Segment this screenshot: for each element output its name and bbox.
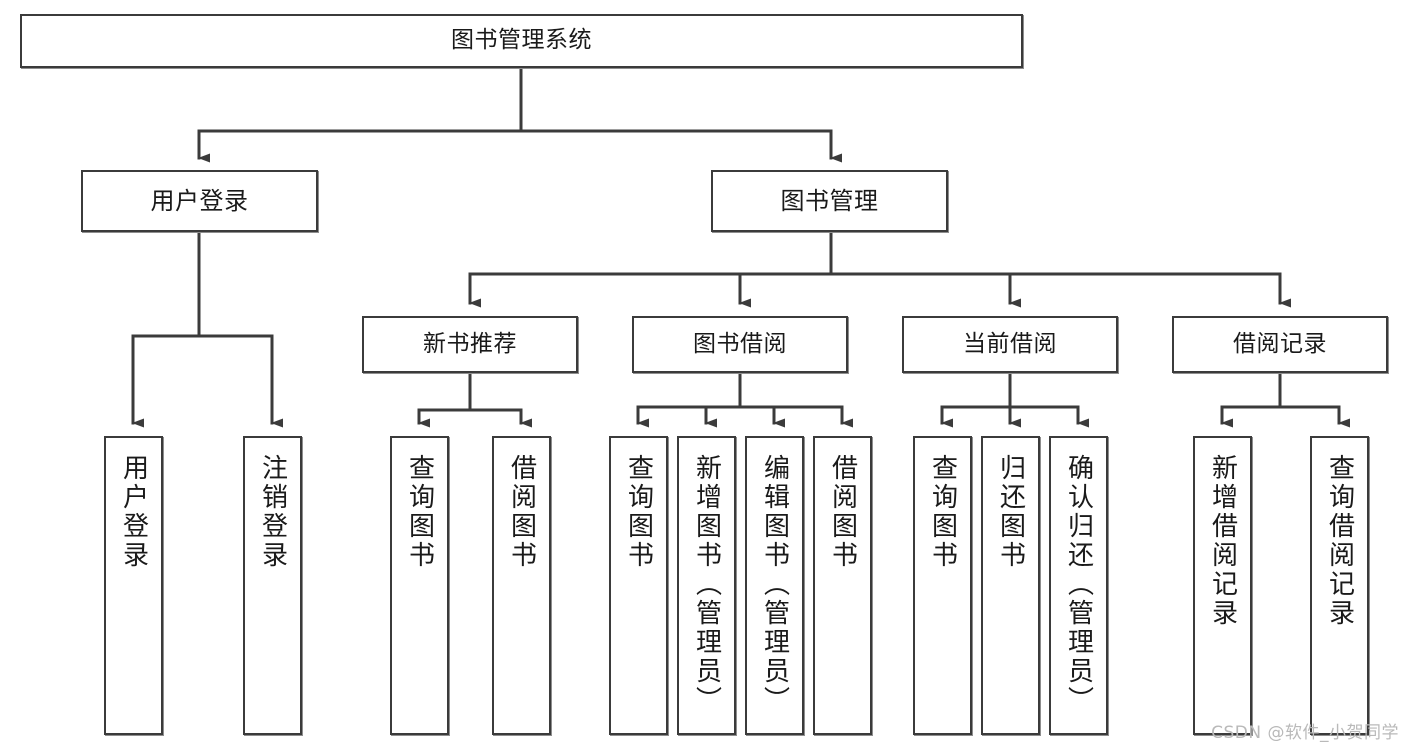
node-book-borrow[interactable]: 图书借阅 [632,316,848,373]
leaf-current-query-book[interactable]: 查询图书 [913,436,972,735]
node-borrow-record[interactable]: 借阅记录 [1172,316,1388,373]
leaf-add-book-admin[interactable]: 新增图书（管理员） [677,436,736,735]
node-root[interactable]: 图书管理系统 [20,14,1023,68]
leaf-add-borrow-record-label: 新增借阅记录 [1207,454,1238,628]
node-book-management[interactable]: 图书管理 [711,170,948,232]
node-book-management-label: 图书管理 [780,186,879,215]
leaf-logout-label: 注销登录 [257,454,288,570]
leaf-recommend-query-book-label: 查询图书 [404,454,435,570]
leaf-logout[interactable]: 注销登录 [243,436,302,735]
leaf-recommend-borrow-book-label: 借阅图书 [506,454,537,570]
leaf-add-borrow-record[interactable]: 新增借阅记录 [1193,436,1252,735]
node-current-borrow[interactable]: 当前借阅 [902,316,1118,373]
leaf-query-borrow-record[interactable]: 查询借阅记录 [1310,436,1369,735]
leaf-user-login-label: 用户登录 [118,454,149,570]
node-user-login-label: 用户登录 [150,186,249,215]
leaf-user-login[interactable]: 用户登录 [104,436,163,735]
leaf-borrow-book-label: 借阅图书 [827,454,858,570]
leaf-query-borrow-record-label: 查询借阅记录 [1324,454,1355,628]
leaf-recommend-query-book[interactable]: 查询图书 [390,436,449,735]
node-new-book-recommend-label: 新书推荐 [423,330,517,357]
leaf-confirm-return-admin[interactable]: 确认归还（管理员） [1049,436,1108,735]
node-root-label: 图书管理系统 [451,27,592,54]
node-book-borrow-label: 图书借阅 [693,330,787,357]
leaf-add-book-admin-label: 新增图书（管理员） [691,454,722,715]
leaf-return-book-label: 归还图书 [995,454,1026,570]
leaf-edit-book-admin[interactable]: 编辑图书（管理员） [745,436,804,735]
leaf-current-query-book-label: 查询图书 [927,454,958,570]
node-borrow-record-label: 借阅记录 [1233,330,1327,357]
node-current-borrow-label: 当前借阅 [963,330,1057,357]
node-user-login[interactable]: 用户登录 [81,170,318,232]
watermark-csdn: CSDN @软件_小贺同学 [1211,723,1399,743]
leaf-borrow-query-book[interactable]: 查询图书 [609,436,668,735]
leaf-edit-book-admin-label: 编辑图书（管理员） [759,454,790,715]
leaf-borrow-book[interactable]: 借阅图书 [813,436,872,735]
leaf-return-book[interactable]: 归还图书 [981,436,1040,735]
node-new-book-recommend[interactable]: 新书推荐 [362,316,578,373]
leaf-confirm-return-admin-label: 确认归还（管理员） [1063,454,1094,715]
leaf-recommend-borrow-book[interactable]: 借阅图书 [492,436,551,735]
leaf-borrow-query-book-label: 查询图书 [623,454,654,570]
